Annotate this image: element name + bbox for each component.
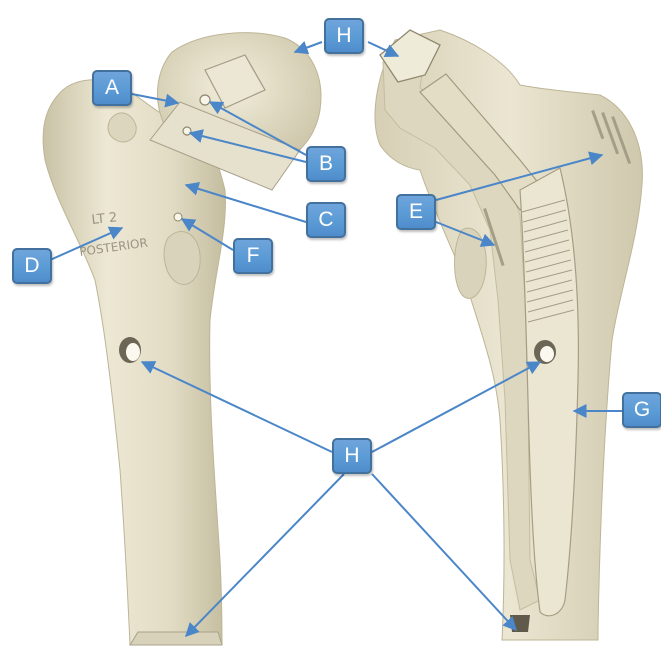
callout-label-h-top: H <box>324 18 364 54</box>
right-shaft-hole-rim <box>540 346 554 362</box>
arrow-h-to-right-base <box>372 474 516 630</box>
callout-label-h-bottom: H <box>332 438 372 474</box>
callout-label-d: D <box>12 248 52 284</box>
left-greater-trochanter <box>108 113 136 142</box>
callout-label-e: E <box>396 194 436 230</box>
left-engraving-code: LT 2 <box>91 210 118 228</box>
left-pin-hole-a <box>200 95 210 105</box>
left-shaft-hole-rim <box>126 343 140 361</box>
callout-label-c: C <box>306 202 346 238</box>
right-lesser-trochanter <box>455 228 487 298</box>
left-femur: LT 2 POSTERIOR <box>43 33 321 645</box>
callout-label-f: F <box>233 238 273 274</box>
left-femur-body <box>43 80 225 645</box>
callout-label-b: B <box>306 146 346 182</box>
left-distal-cut <box>130 632 222 645</box>
right-distal-slot <box>510 615 530 632</box>
right-femur <box>375 30 642 640</box>
callout-label-g: G <box>622 392 661 428</box>
callout-label-a: A <box>92 70 132 106</box>
left-pin-hole-f <box>174 213 182 221</box>
